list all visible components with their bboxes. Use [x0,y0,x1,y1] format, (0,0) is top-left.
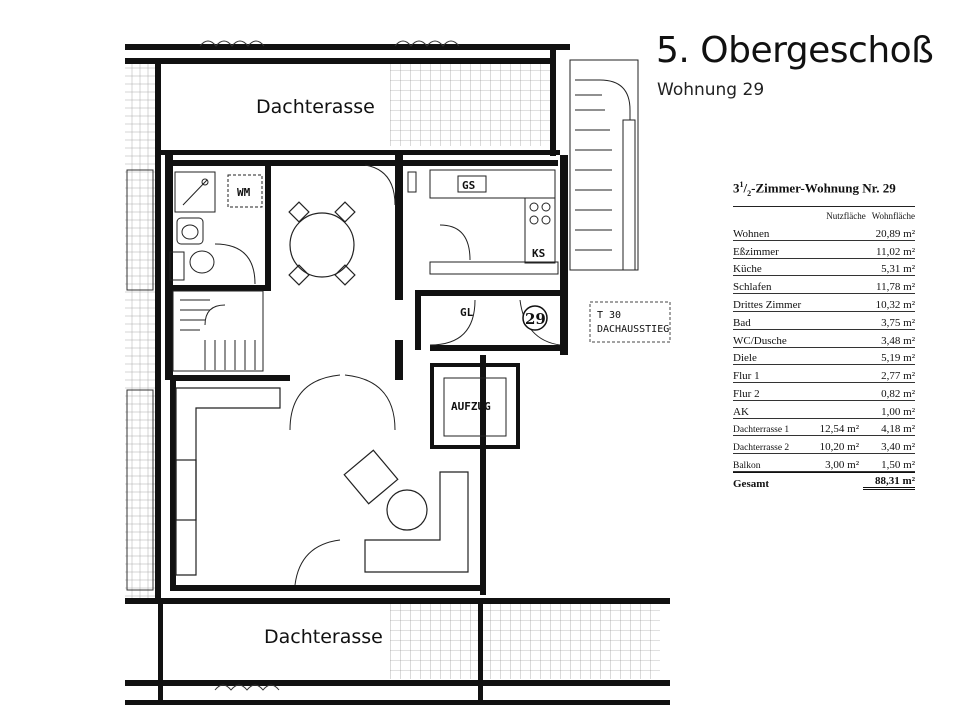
terrace-bottom-label: Dachterasse [264,626,383,648]
area-table-header: Nutzfläche Wohnfläche [733,205,915,223]
ks-label: KS [532,247,545,260]
interior-walls [165,150,565,595]
gs-label: GS [462,179,475,192]
page-title: 5. Obergeschoß [656,30,934,71]
wm-label: WM [237,186,251,199]
exit-label-1: T 30 [597,310,621,321]
room-name: Eßzimmer [733,245,779,258]
bottom-roof-wall [125,680,670,686]
area-table: 31/2-Zimmer-Wohnung Nr. 29 Nutzfläche Wo… [733,180,915,490]
area-table-row: Balkon 3,00 m² 1,50 m² [733,454,915,473]
gl-label: GL [460,306,474,319]
living-area: 0,82 m² [881,387,915,400]
usable-area: 3,00 m² [825,459,859,472]
living-furniture [175,387,469,576]
bottom-divider-2 [478,600,483,700]
room-name: Bad [733,316,751,329]
area-table-row: Dachterrasse 2 10,20 m² 3,40 m² [733,436,915,455]
usable-area: 12,54 m² [819,423,859,436]
bottom-terrace-wall [125,598,670,604]
area-table-row: Flur 2 0,82 m² [733,383,915,401]
bathroom-fixtures [169,171,263,285]
stair-left [172,290,264,372]
room-name: Wohnen [733,227,770,240]
room-name: AK [733,405,749,418]
area-table-row: AK 1,00 m² [733,401,915,419]
stairwell-top-right [569,59,639,271]
area-table-row: Flur 1 2,77 m² [733,365,915,384]
living-area: 1,00 m² [881,405,915,418]
top-edge-wall [125,44,570,50]
living-area: 20,89 m² [875,227,915,240]
area-table-row: Schlafen 11,78 m² [733,276,915,295]
elevator-car [443,377,507,437]
living-area: 3,75 m² [881,316,915,329]
kitchen-counter [407,169,559,275]
top-tile-area [390,64,550,146]
room-name: Flur 1 [733,370,760,383]
living-area: 3,40 m² [881,441,915,454]
plants-top [199,40,460,47]
bottom-divider-1 [158,600,163,700]
room-name: Diele [733,352,757,365]
living-area: 5,31 m² [881,263,915,276]
col-usable: Nutzfläche [826,210,866,221]
living-area: 4,18 m² [881,423,915,436]
total-value: 88,31 m² [863,475,915,490]
living-area: 5,19 m² [881,352,915,365]
area-table-row: Küche 5,31 m² [733,259,915,277]
total-label: Gesamt [733,477,770,490]
terrace-top-label: Dachterasse [256,96,375,118]
area-table-rows: Wohnen 20,89 m² Eßzimmer 11,02 m² Küche 5,31 … [733,223,915,473]
room-name: Drittes Zimmer [733,298,802,311]
top-terrace-wall [160,150,560,155]
living-area: 3,48 m² [881,334,915,347]
door-arcs [289,164,561,586]
area-table-total: Gesamt 88,31 m² [733,472,915,490]
room-name: Küche [733,263,762,276]
room-name: Dachterrasse 2 [733,443,790,454]
bottom-tile-area [390,604,660,679]
left-cabinet-1 [126,169,154,291]
dining-table [288,201,356,286]
room-name: Balkon [733,461,761,472]
living-area: 11,02 m² [876,245,915,258]
room-name: Dachterrasse 1 [733,425,790,436]
area-table-title: 31/2-Zimmer-Wohnung Nr. 29 [733,180,896,198]
room-name: WC/Dusche [733,334,787,347]
right-terrace-wall [550,44,556,156]
stair-wall [560,155,568,355]
apartment-number: 29 [525,310,546,328]
apartment-number-circle [522,305,548,331]
area-table-row: WC/Dusche 3,48 m² [733,330,915,348]
roof-exit-box [589,301,671,343]
exit-label-2: DACHAUSSTIEG [597,324,669,335]
living-area: 2,77 m² [881,370,915,383]
living-area: 11,78 m² [876,281,915,294]
elevator-shaft [430,363,520,449]
col-living: Wohnfläche [871,210,915,221]
area-table-row: Wohnen 20,89 m² [733,223,915,241]
plants-bottom [214,684,280,691]
area-table-row: Eßzimmer 11,02 m² [733,241,915,259]
living-area: 1,50 m² [881,459,915,472]
page-subtitle: Wohnung 29 [657,80,765,100]
left-outer-wall [155,60,161,600]
usable-area: 10,20 m² [819,441,859,454]
top-roof-wall [125,58,555,64]
area-table-row: Drittes Zimmer 10,32 m² [733,294,915,312]
living-area: 10,32 m² [875,298,915,311]
left-hatch-area [125,60,157,600]
bottom-edge-wall [125,700,670,705]
area-table-row: Dachterrasse 1 12,54 m² 4,18 m² [733,419,915,437]
room-name: Schlafen [733,281,772,294]
elevator-label: AUFZUG [451,400,491,413]
area-table-row: Diele 5,19 m² [733,348,915,366]
left-cabinet-2 [126,389,154,591]
room-name: Flur 2 [733,387,760,400]
area-table-row: Bad 3,75 m² [733,312,915,330]
